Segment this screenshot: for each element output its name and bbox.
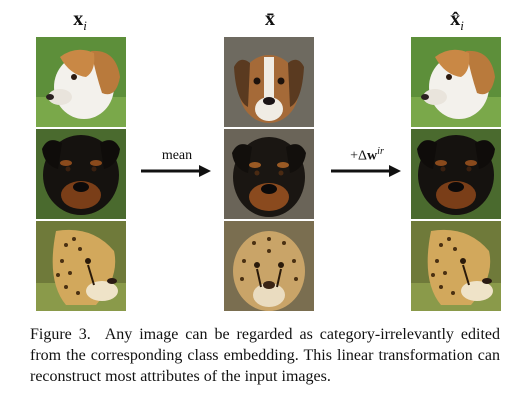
mean-arrow-label: mean [161, 148, 193, 163]
cheetah-reconstructed-image [411, 221, 501, 311]
delta-prefix: +Δ [350, 148, 368, 164]
column-label-input: xi [60, 8, 100, 37]
cheetah-input-image [36, 221, 126, 311]
mean-symbol: x̄ [265, 8, 275, 30]
column-label-reconstructed: x̂i [437, 8, 477, 37]
reconstructed-symbol: x̂ [450, 8, 461, 30]
beagle-reconstructed-image [411, 37, 501, 127]
beagle-mean-image [224, 37, 314, 127]
delta-superscript: ir [377, 146, 384, 157]
column-label-mean: x̄ [250, 8, 290, 30]
figure-label: Figure 3. [30, 326, 91, 343]
figure-caption-text: Any image can be regarded as category-ir… [30, 326, 501, 385]
delta-weight: w [367, 148, 378, 164]
mean-arrow [141, 165, 211, 177]
beagle-input-image [36, 37, 126, 127]
delta-arrow [331, 165, 401, 177]
reconstructed-subscript: i [460, 18, 464, 33]
input-subscript: i [83, 18, 87, 33]
cheetah-mean-image [224, 221, 314, 311]
figure-caption: Figure 3. Any image can be regarded as c… [30, 324, 500, 387]
rottweiler-mean-image [224, 129, 314, 219]
input-symbol: x [73, 8, 84, 30]
rottweiler-input-image [36, 129, 126, 219]
delta-arrow-label: +Δwir [334, 146, 400, 165]
rottweiler-reconstructed-image [411, 129, 501, 219]
